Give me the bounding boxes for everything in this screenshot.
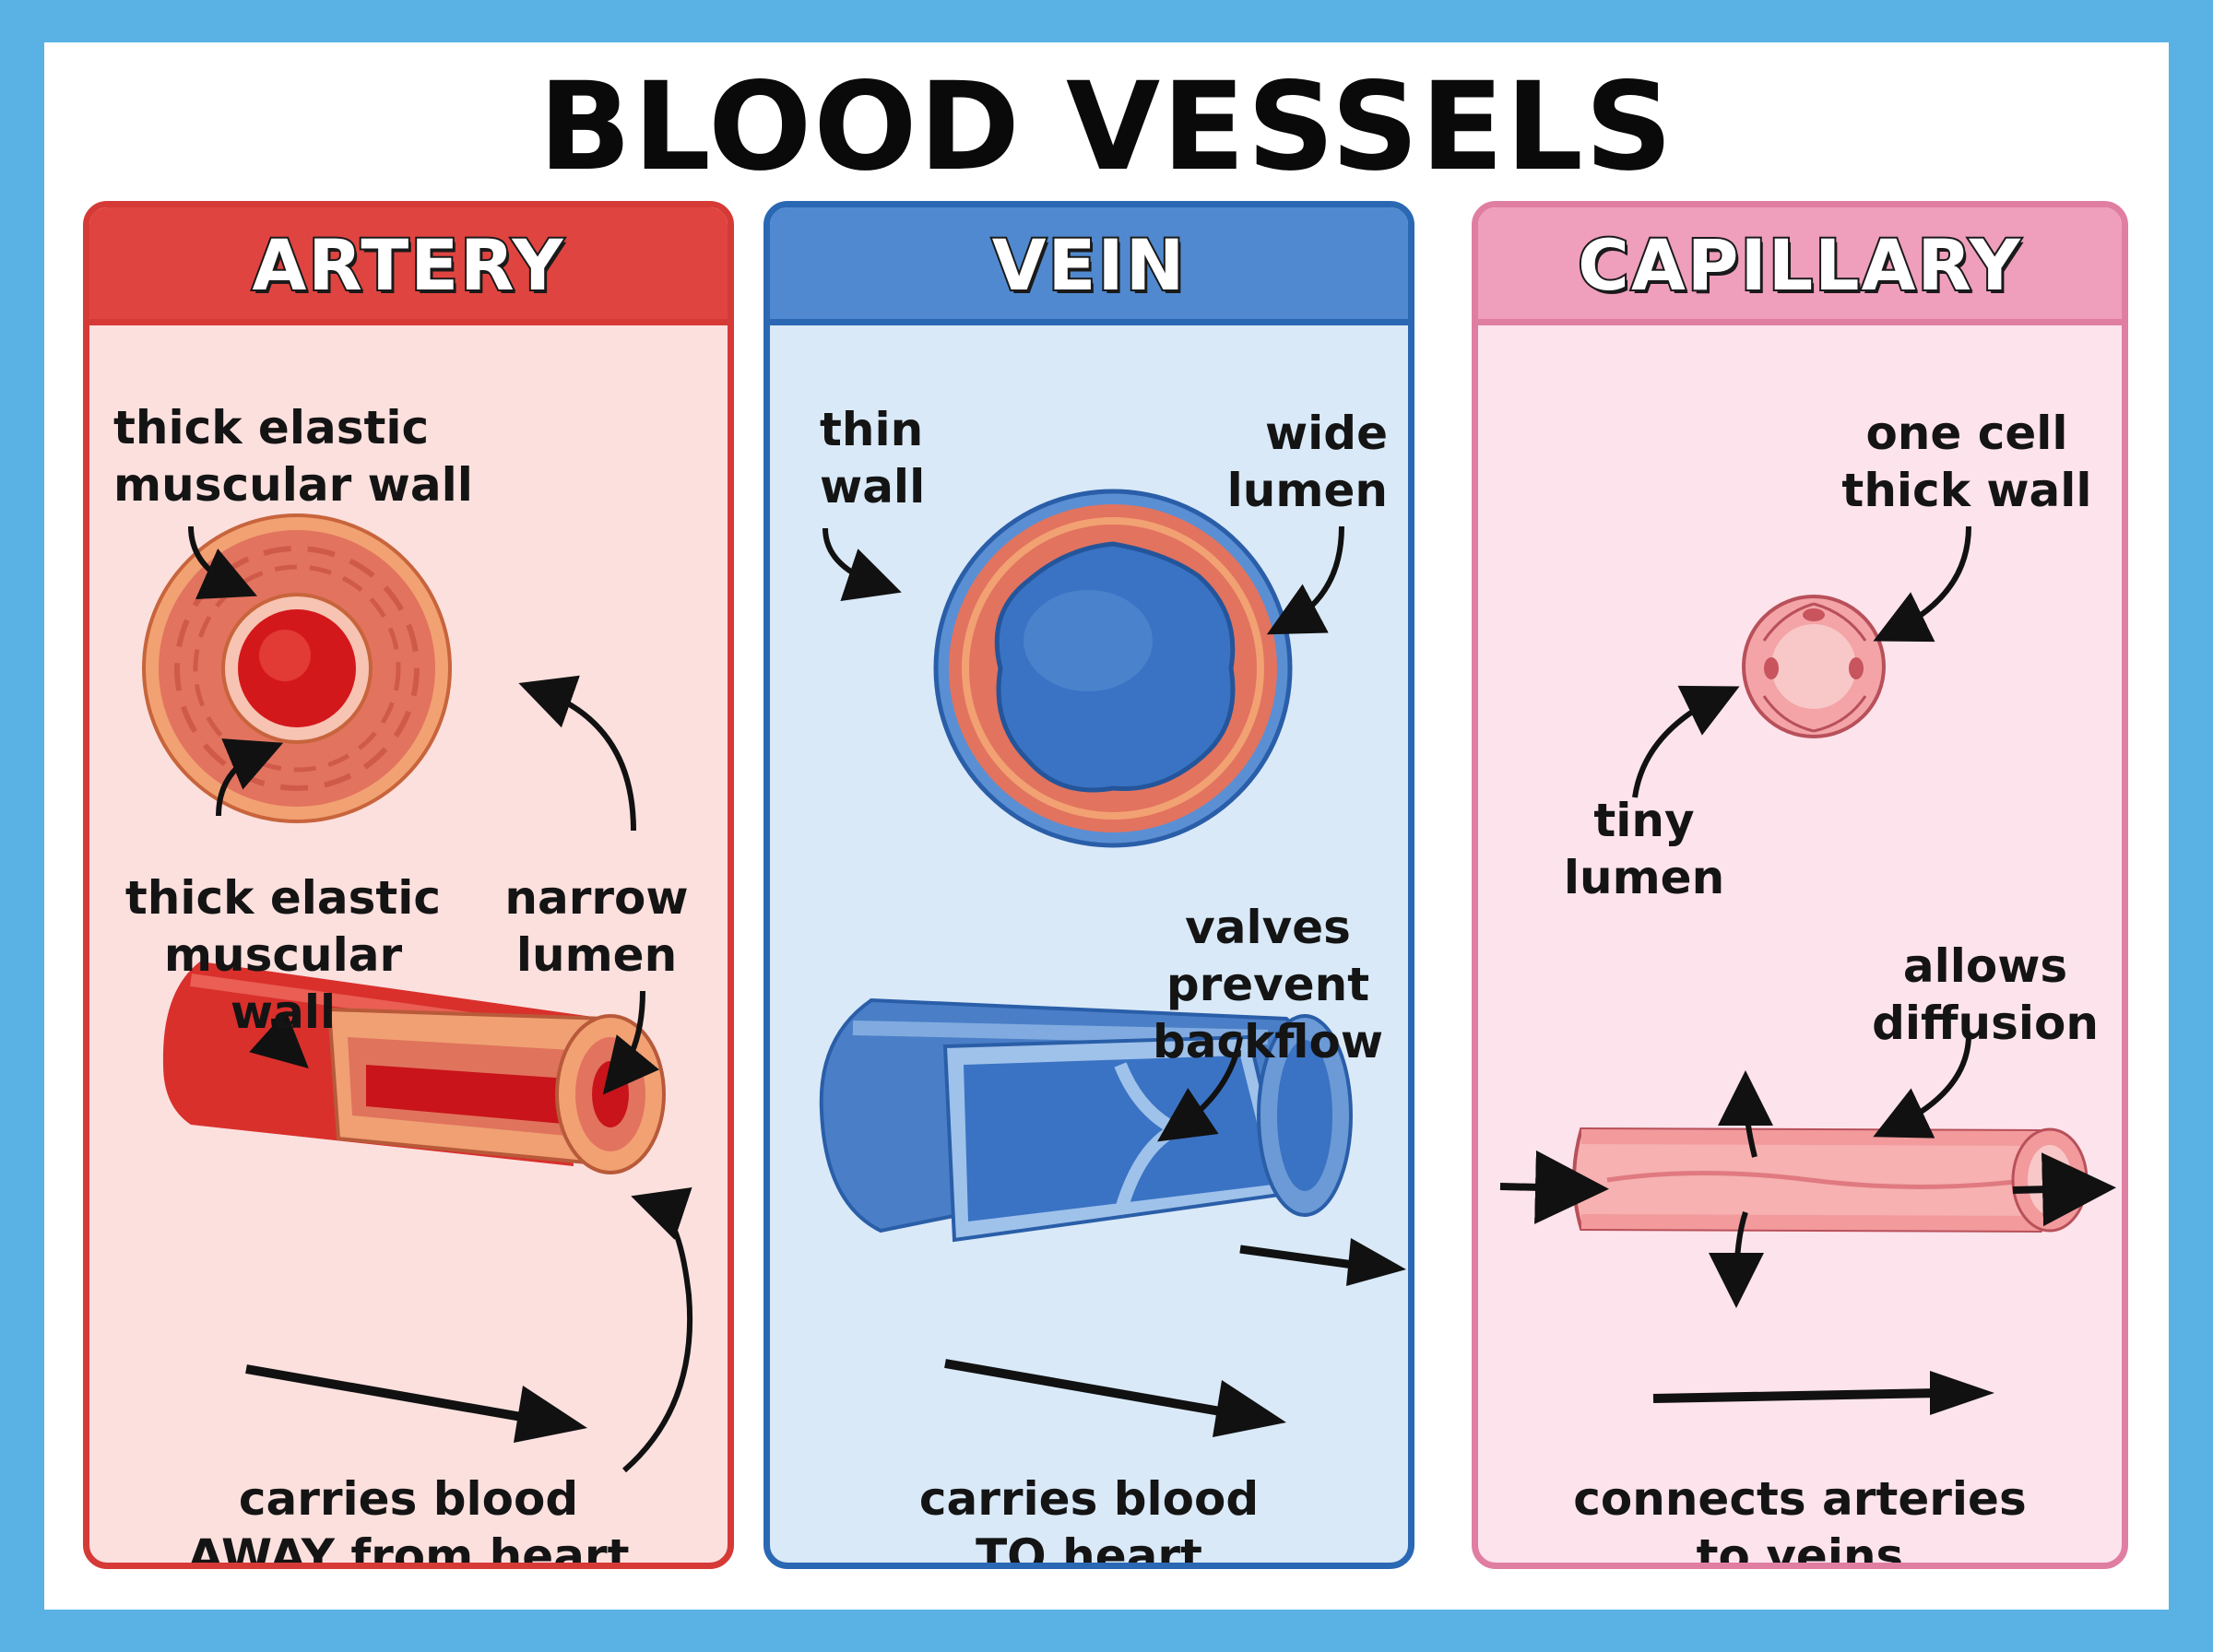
artery-cross-section bbox=[142, 513, 452, 823]
page-title: BLOOD VESSELS bbox=[538, 56, 1675, 198]
vein-label-thin-wall: thin wall bbox=[820, 403, 926, 513]
capillary-label-lumen: tiny lumen bbox=[1563, 794, 1725, 904]
vein-illustration bbox=[819, 489, 1406, 1437]
artery-panel: ARTERY bbox=[83, 201, 734, 1569]
artery-label-wall-mid: thick elastic muscular wall bbox=[124, 871, 442, 1039]
artery-label-wall-top: thick elastic muscular wall bbox=[113, 401, 473, 512]
vein-label-wide-lumen: wide lumen bbox=[1226, 407, 1388, 517]
capillary-heading: CAPILLARY bbox=[1576, 222, 2022, 308]
capillary-header: CAPILLARY bbox=[1478, 207, 2122, 325]
capillary-label-wall: one cell thick wall bbox=[1841, 407, 2092, 517]
vein-cross-section bbox=[933, 489, 1293, 848]
vein-panel: VEIN bbox=[763, 201, 1414, 1569]
poster: BLOOD VESSELS ARTERY bbox=[44, 42, 2169, 1610]
vein-tube bbox=[819, 997, 1353, 1243]
capillary-cross-section bbox=[1742, 595, 1886, 738]
capillary-label-bottom: connects arteries to veins bbox=[1573, 1472, 2027, 1569]
artery-header: ARTERY bbox=[89, 207, 728, 325]
artery-label-lumen: narrow lumen bbox=[504, 871, 689, 982]
vein-label-valves: valves prevent backflow bbox=[1152, 901, 1384, 1068]
capillary-panel: CAPILLARY bbox=[1472, 201, 2128, 1569]
artery-label-bottom: carries blood AWAY from heart bbox=[187, 1472, 630, 1569]
artery-illustration bbox=[142, 513, 693, 1473]
vein-header: VEIN bbox=[770, 207, 1408, 325]
capillary-illustration bbox=[1499, 525, 2116, 1415]
vein-label-bottom: carries blood TO heart bbox=[918, 1472, 1260, 1569]
capillary-label-diffusion: allows diffusion bbox=[1872, 939, 2099, 1050]
vein-heading: VEIN bbox=[990, 222, 1187, 308]
artery-heading: ARTERY bbox=[250, 222, 565, 308]
capillary-tube bbox=[1572, 1127, 2089, 1233]
